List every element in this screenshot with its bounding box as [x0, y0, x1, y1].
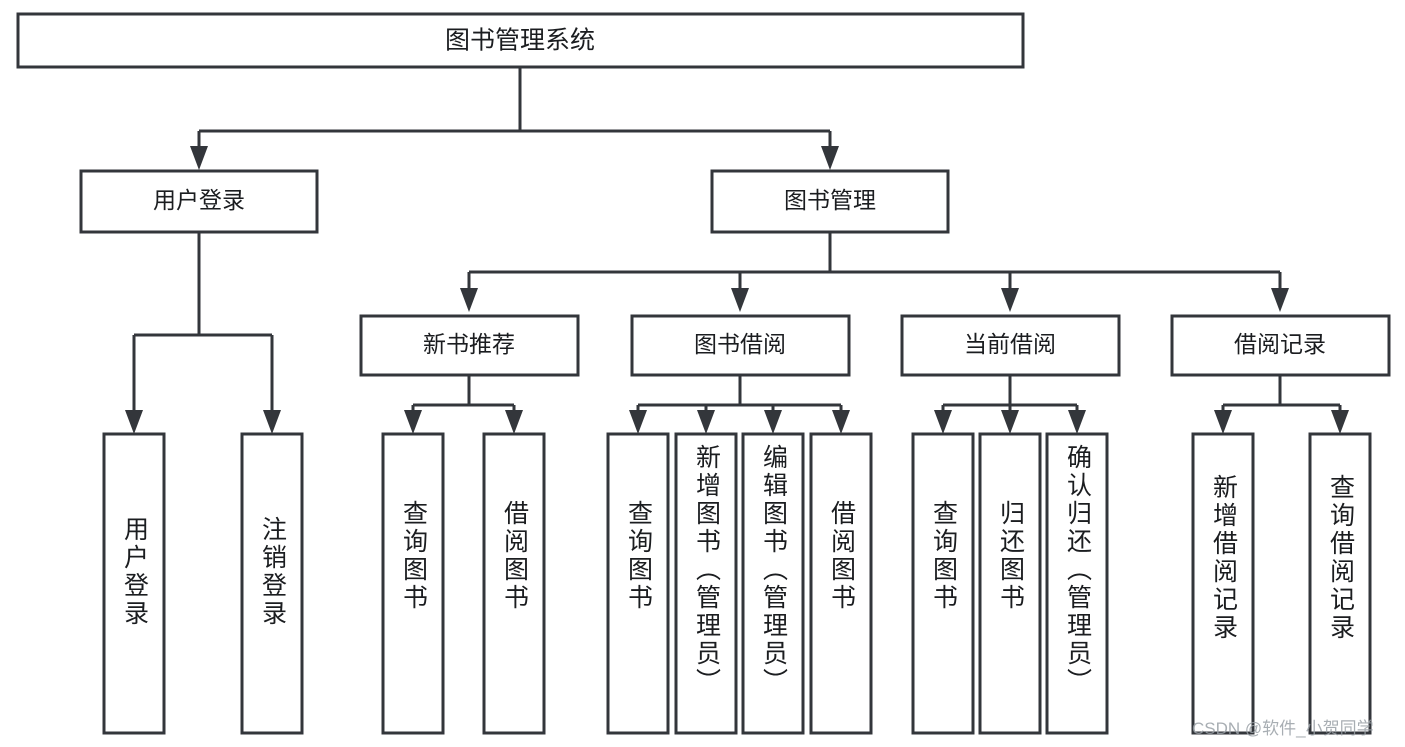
leaf-box-user-login-0[interactable] — [102, 432, 166, 735]
node-book-borrow[interactable]: 图书借阅 — [630, 314, 851, 377]
leaf-box-book-borrow-3[interactable] — [809, 432, 873, 735]
leaf-box-current-borrow-1[interactable] — [978, 432, 1042, 735]
node-borrow-record-label: 借阅记录 — [1234, 331, 1326, 357]
leaf-box-book-borrow-0[interactable] — [606, 432, 670, 735]
node-book-borrow-label: 图书借阅 — [694, 331, 786, 357]
node-root-system-label: 图书管理系统 — [445, 27, 595, 55]
leaf-box-borrow-record-1[interactable] — [1308, 432, 1372, 735]
arrow-head-book-manage — [821, 146, 839, 170]
leaf-box-current-borrow-0[interactable] — [911, 432, 975, 735]
connector-new-book-recommend-to-leaves — [404, 375, 523, 434]
node-root-system[interactable]: 图书管理系统 — [16, 12, 1025, 69]
node-borrow-record[interactable]: 借阅记录 — [1170, 314, 1391, 377]
node-user-login[interactable]: 用户登录 — [79, 169, 319, 234]
connector-book-borrow-to-leaves — [629, 375, 850, 434]
node-new-book-recommend-box[interactable] — [359, 314, 580, 377]
node-new-book-recommend-label: 新书推荐 — [423, 331, 515, 357]
leaf-box-current-borrow-2[interactable] — [1045, 432, 1109, 735]
node-user-login-label: 用户登录 — [153, 187, 245, 213]
connector-root-to-level2 — [190, 67, 839, 170]
connector-user-login-to-leaves — [125, 232, 281, 434]
node-current-borrow[interactable]: 当前借阅 — [900, 314, 1121, 377]
node-new-book-recommend[interactable]: 新书推荐 — [359, 314, 580, 377]
connector-book-manage-to-level3 — [460, 232, 1289, 312]
node-current-borrow-box[interactable] — [900, 314, 1121, 377]
node-current-borrow-label: 当前借阅 — [964, 331, 1056, 357]
node-root-system-box[interactable] — [16, 12, 1025, 69]
leaf-box-book-borrow-2[interactable] — [741, 432, 805, 735]
node-user-login-box[interactable] — [79, 169, 319, 234]
leaf-box-user-login-1[interactable] — [240, 432, 304, 735]
node-book-manage-label: 图书管理 — [784, 187, 876, 213]
leaf-box-new-book-0[interactable] — [381, 432, 445, 735]
leaf-box-book-borrow-1[interactable] — [674, 432, 738, 735]
arrow-head-user-login — [190, 146, 208, 170]
connector-borrow-record-to-leaves — [1214, 375, 1349, 434]
leaf-box-new-book-1[interactable] — [482, 432, 546, 735]
leaf-box-borrow-record-0[interactable] — [1191, 432, 1255, 735]
connector-current-borrow-to-leaves — [934, 375, 1086, 434]
node-book-manage[interactable]: 图书管理 — [710, 169, 950, 234]
